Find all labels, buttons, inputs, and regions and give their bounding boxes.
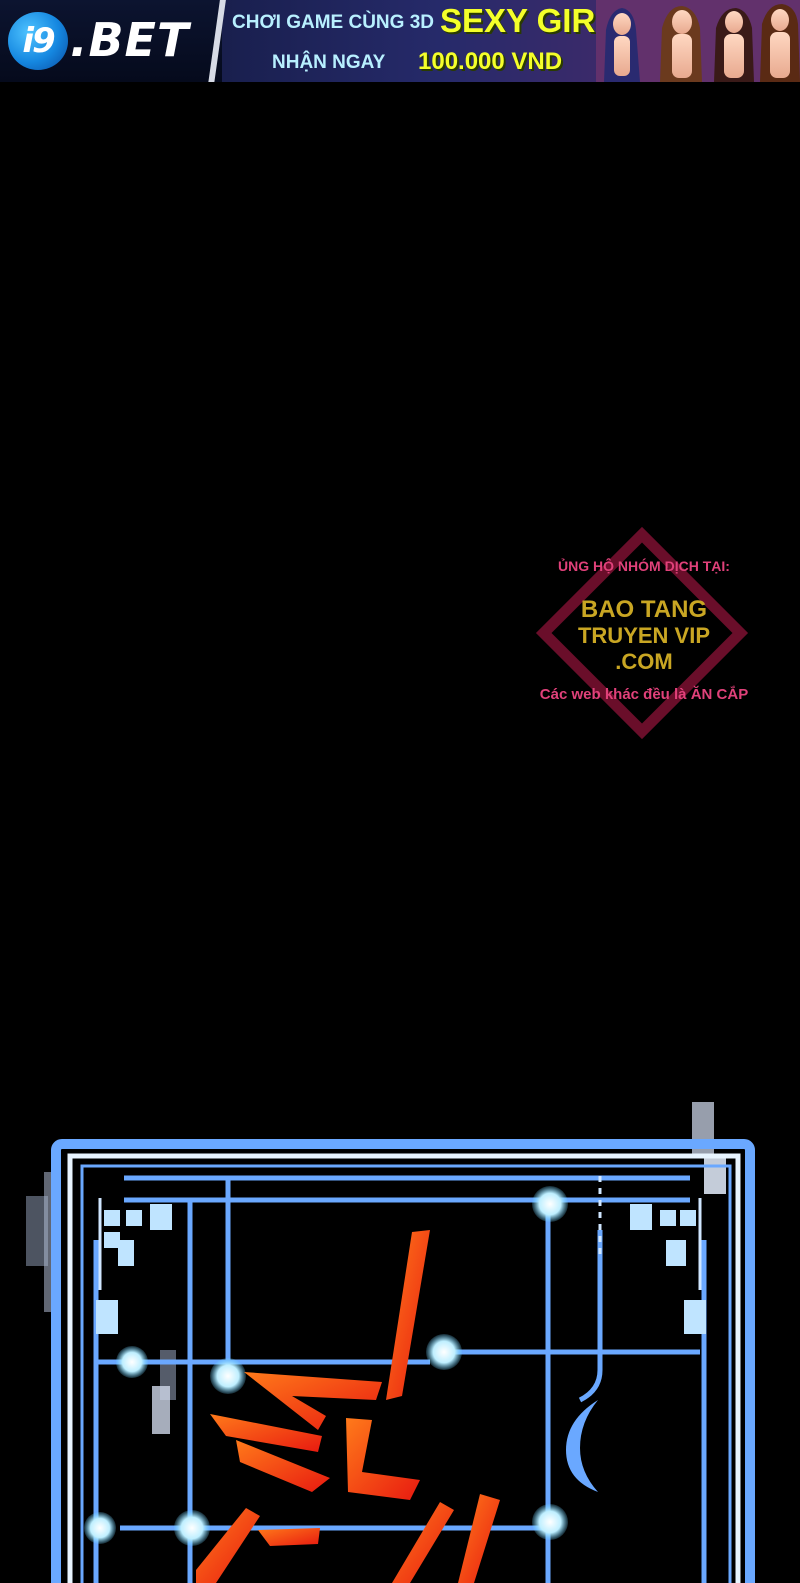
circuit-frame-with-red-glyph-icon — [26, 1102, 755, 1583]
logo-badge-text: i9 — [22, 21, 55, 61]
ad-banner[interactable]: i9 .BET CHƠI GAME CÙNG 3D SEXY GIRL NHẬN… — [0, 0, 800, 82]
watermark-bottom-text: Các web khác đều là ĂN CẮP — [539, 686, 749, 703]
promo-line-1: CHƠI GAME CÙNG 3D — [232, 12, 434, 33]
watermark-top-text: ỦNG HỘ NHÓM DỊCH TẠI: — [558, 558, 730, 574]
logo-suffix: .BET — [70, 13, 190, 67]
promo-highlight-2: 100.000 VND — [418, 48, 563, 75]
watermark-line-3: .COM — [615, 649, 673, 674]
logo-area: i9 .BET — [0, 0, 222, 82]
promo-line-2: NHẬN NGAY — [272, 52, 386, 73]
promo-highlight-1: SEXY GIRL — [440, 2, 616, 39]
watermark: ỦNG HỘ NHÓM DỊCH TẠI: BAO TANG TRUYEN VI… — [512, 520, 776, 752]
watermark-line-2: TRUYEN VIP — [577, 623, 711, 648]
banner-character-art — [596, 0, 800, 82]
logo-badge: i9 — [8, 12, 68, 70]
watermark-line-1: BAO TANG — [580, 596, 708, 623]
